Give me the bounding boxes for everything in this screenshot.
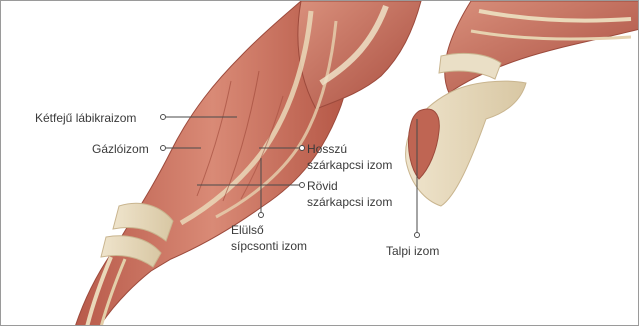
label-peroneus-brevis-line1: Rövid: [307, 179, 338, 193]
label-sole-muscle: Talpi izom: [386, 244, 439, 258]
leader-dot-peroneus-longus: [300, 146, 305, 151]
label-tibialis-anterior-line2: sípcsonti izom: [231, 239, 307, 253]
label-gastrocnemius: Gázlóizom: [92, 142, 149, 156]
label-biceps-femoris: Kétfejű lábikraizom: [35, 111, 136, 125]
label-peroneus-longus-line1: Hosszú: [307, 142, 347, 156]
label-tibialis-anterior-line1: Elülső: [231, 223, 264, 237]
label-peroneus-brevis-line2: szárkapcsi izom: [307, 195, 392, 209]
leader-dot-biceps: [161, 115, 166, 120]
leader-dot-sole: [415, 233, 420, 238]
leader-dot-peroneus-brevis: [300, 183, 305, 188]
right-leg: [406, 1, 639, 206]
label-peroneus-longus-line2: szárkapcsi izom: [307, 158, 392, 172]
right-leg-shin: [445, 1, 639, 93]
leader-dot-gastrocnemius: [161, 146, 166, 151]
leader-dot-tibialis: [259, 213, 264, 218]
